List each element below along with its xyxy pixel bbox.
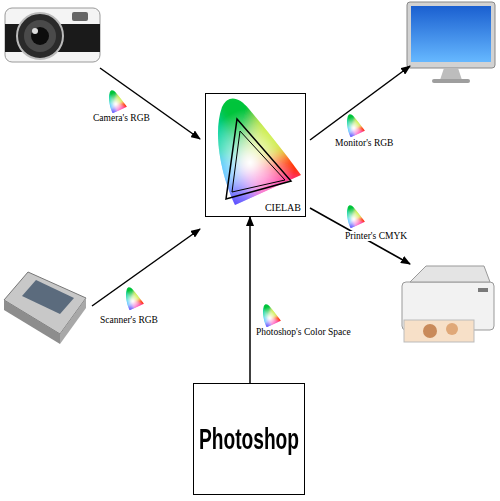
connector-arrow: [249, 217, 251, 383]
color-space-label: Camera's RGB: [92, 113, 151, 123]
camera-icon: [5, 8, 100, 62]
scanner-icon: [4, 272, 86, 344]
device-arrow: [310, 66, 410, 140]
color-space-box: CIELAB: [205, 93, 306, 217]
gamut-icon: [105, 88, 130, 116]
device-arrow: [310, 208, 410, 264]
gamut-icon: [343, 203, 368, 231]
chromaticity-diagram: [200, 88, 315, 218]
box-title: Photoshop: [199, 421, 299, 457]
device-arrow: [100, 68, 200, 139]
monitor-icon: [407, 2, 495, 83]
gamut-icon: [259, 302, 284, 330]
color-space-label: Scanner's RGB: [99, 315, 159, 325]
color-space-label: Printer's CMYK: [344, 231, 408, 241]
gamut-icon: [122, 285, 147, 313]
printer-icon: [402, 266, 494, 342]
gamut-icon: [343, 112, 368, 140]
application-box: Photoshop: [193, 383, 305, 495]
device-arrow: [92, 229, 200, 306]
edge-label: Photoshop's Color Space: [255, 327, 352, 337]
box-label: CIELAB: [265, 202, 301, 214]
color-space-label: Monitor's RGB: [334, 138, 394, 148]
